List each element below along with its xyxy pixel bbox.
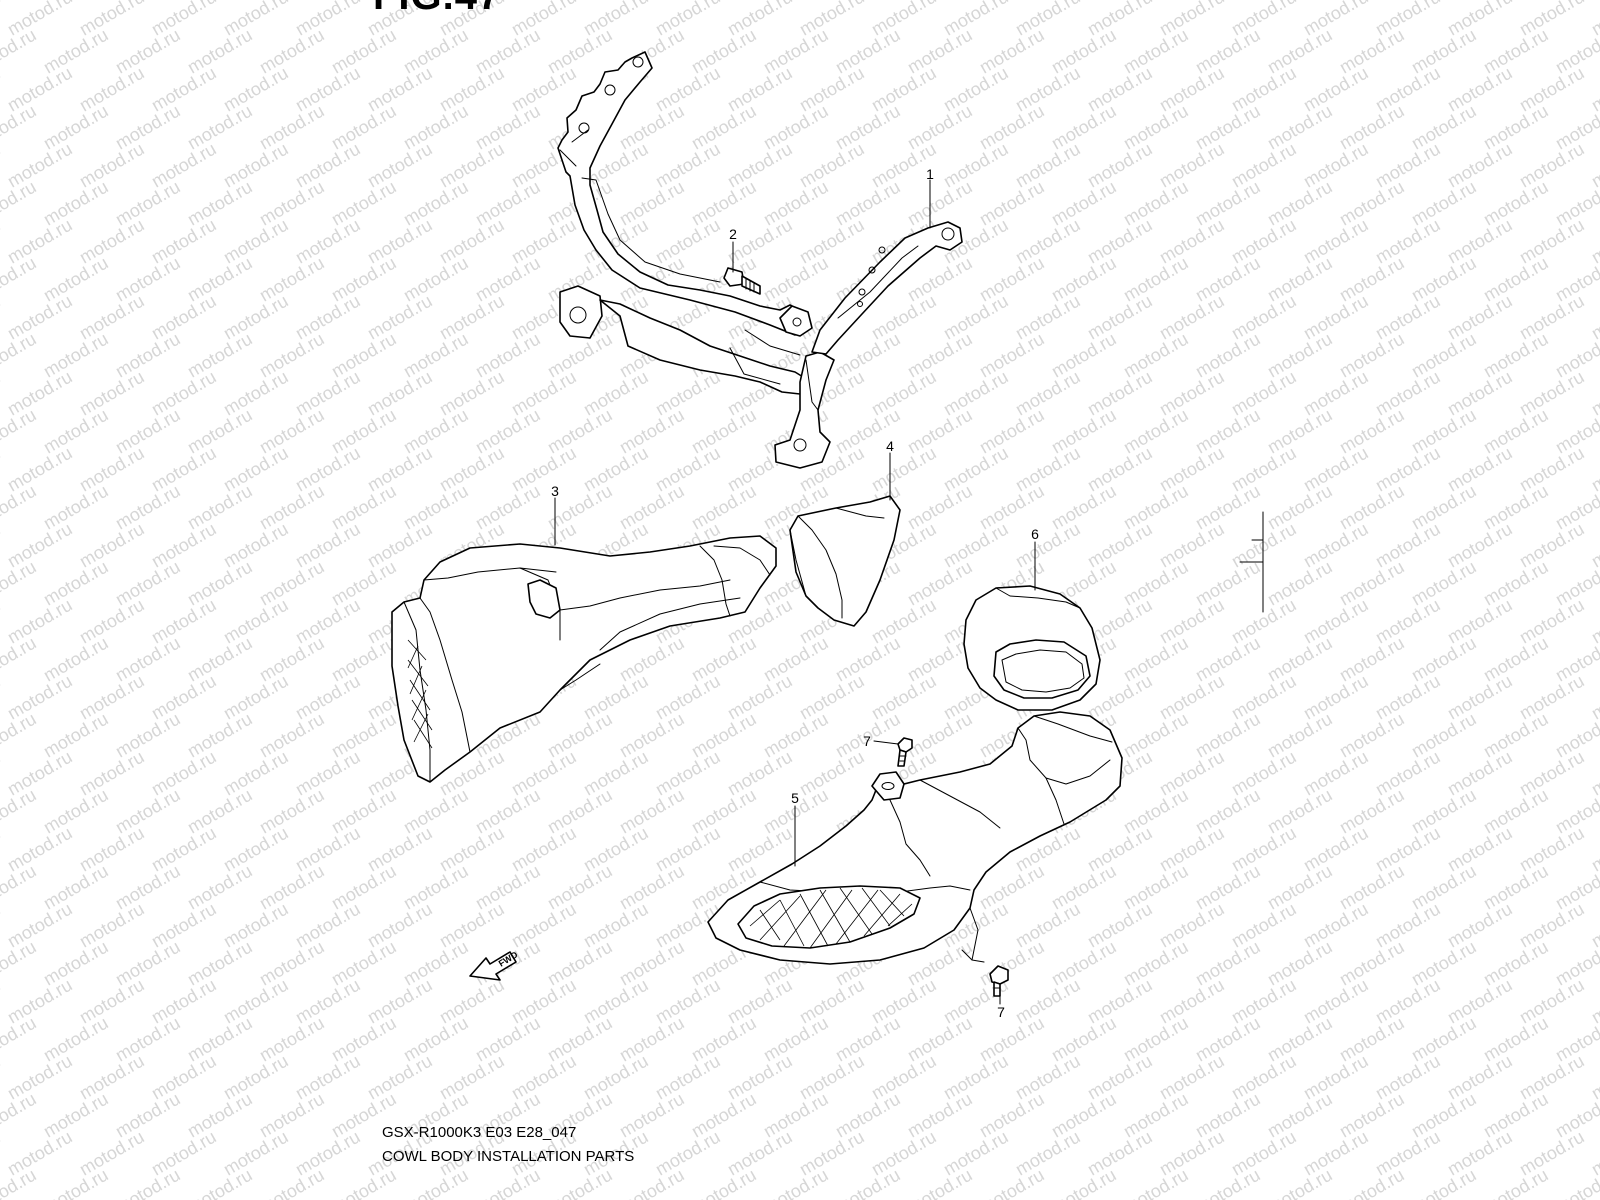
callout-7-lower: 7 xyxy=(997,1004,1005,1020)
model-code: GSX-R1000K3 E03 E28_047 xyxy=(382,1124,577,1141)
air-intake-duct-left-part[interactable] xyxy=(391,535,777,783)
diagram-caption: COWL BODY INSTALLATION PARTS xyxy=(382,1148,635,1165)
callout-4: 4 xyxy=(886,438,894,454)
clip-part-upper[interactable] xyxy=(897,737,913,767)
callout-3: 3 xyxy=(551,483,559,499)
callout-6: 6 xyxy=(1031,526,1039,542)
callout-7-upper: 7 xyxy=(863,733,871,749)
figure-title: FIG.47 xyxy=(373,0,501,19)
callout-5: 5 xyxy=(791,790,799,806)
clip-part-lower[interactable] xyxy=(989,965,1009,997)
callout-1: 1 xyxy=(926,166,934,182)
cowling-brace-part[interactable] xyxy=(557,51,963,469)
callout-2: 2 xyxy=(729,226,737,242)
duct-joint-part[interactable] xyxy=(789,495,901,627)
fwd-arrow-icon xyxy=(469,951,517,981)
bolt-part[interactable] xyxy=(723,267,761,295)
air-intake-duct-right-part[interactable] xyxy=(707,711,1123,965)
intake-seal-part[interactable] xyxy=(963,585,1101,711)
leader-lines xyxy=(554,179,1264,1005)
